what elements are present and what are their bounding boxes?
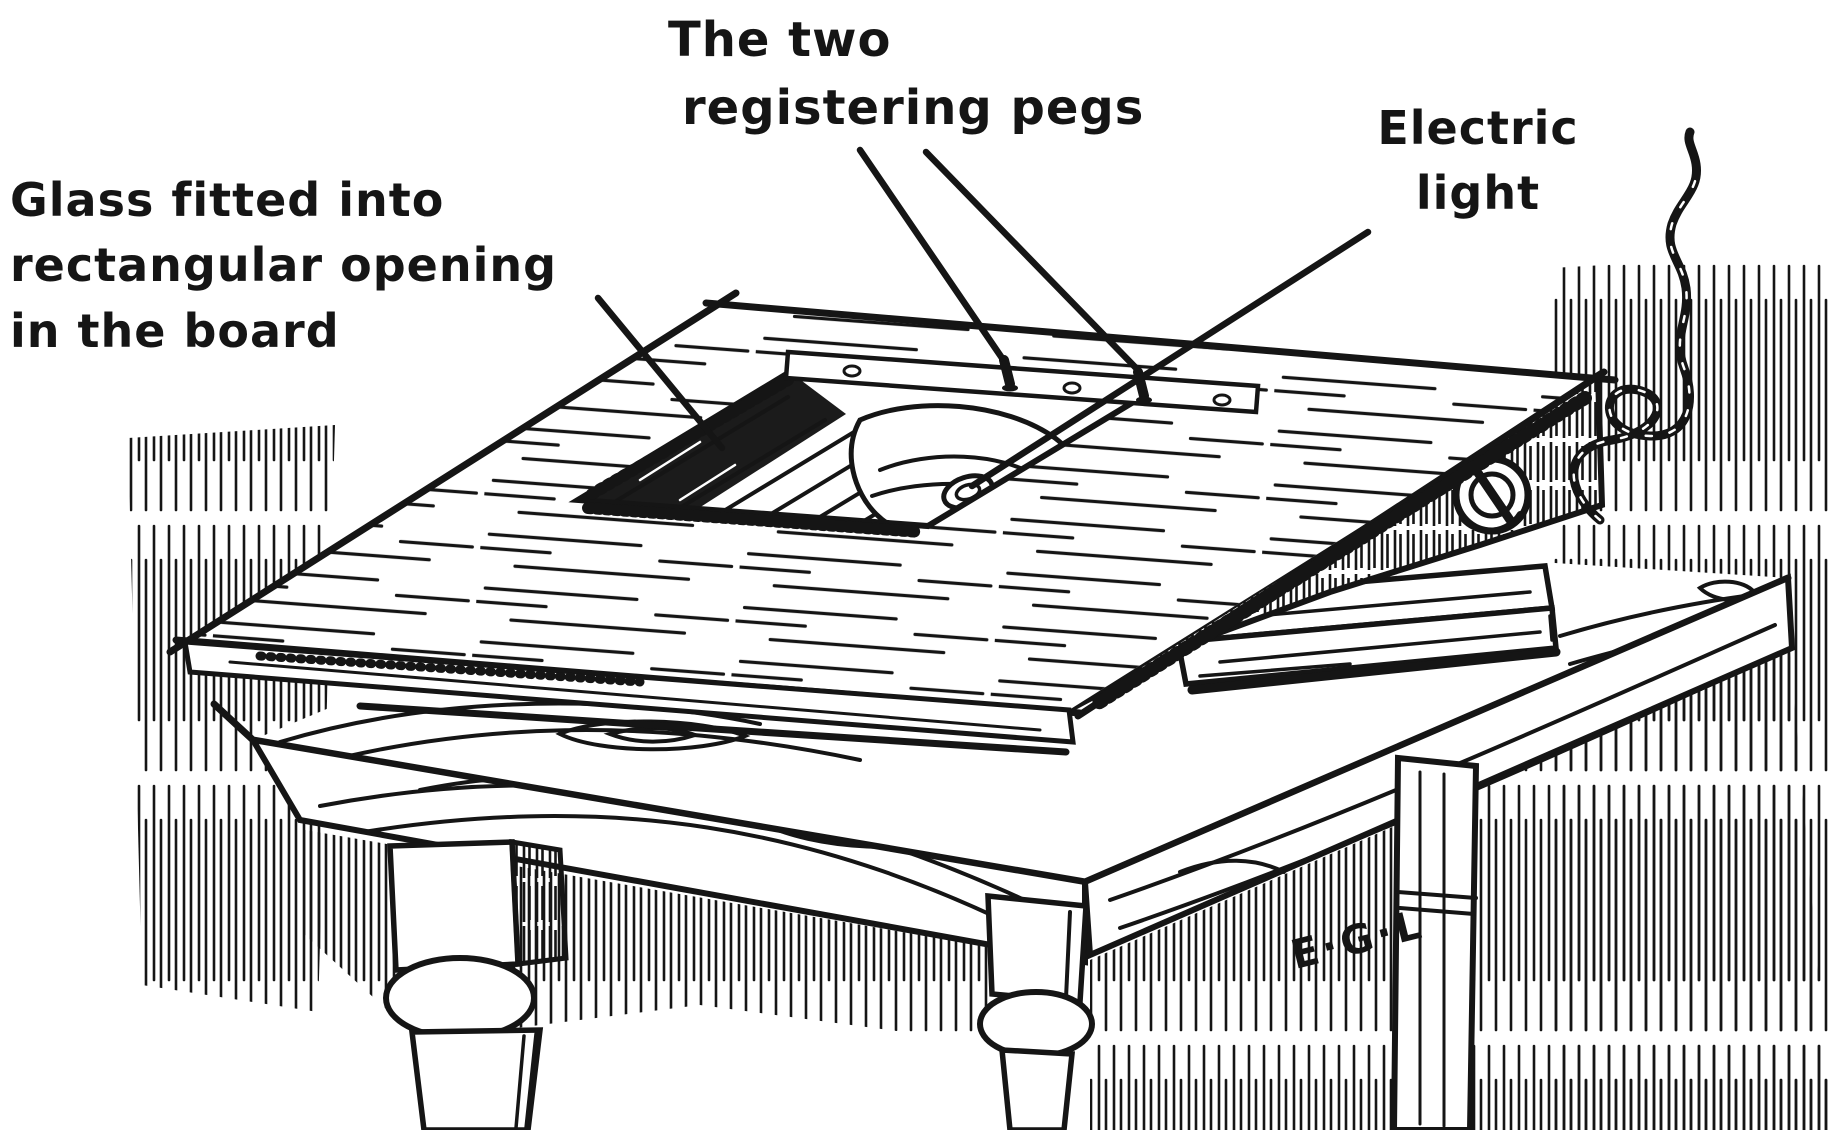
peg-leader-line-right bbox=[922, 148, 1140, 372]
glass-label-line3: in the board bbox=[10, 303, 340, 358]
peg-strip-screw-holes bbox=[842, 364, 1232, 407]
electric-cord bbox=[1569, 127, 1701, 525]
shelf-shadow bbox=[1187, 647, 1561, 695]
light-label-line1: Electric bbox=[1377, 101, 1579, 155]
light-leader-line bbox=[968, 228, 1372, 490]
pegs-label-line2: registering pegs bbox=[682, 80, 1145, 137]
lightbox bbox=[166, 127, 1701, 756]
board-edge-bevel bbox=[1088, 391, 1592, 712]
light-label-line2: light bbox=[1415, 166, 1541, 221]
table-leg-right bbox=[1390, 754, 1480, 1130]
glass-label: Glass fitted into rectangular opening in… bbox=[10, 168, 557, 364]
light-label: Electric light bbox=[1338, 96, 1618, 227]
glass-label-line2: rectangular opening bbox=[10, 238, 558, 293]
pegs-label-line1: The two bbox=[668, 12, 892, 68]
glass-label-line1: Glass fitted into bbox=[10, 173, 445, 227]
electric-cord-highlight bbox=[1572, 162, 1698, 522]
table-leg-front bbox=[977, 892, 1095, 1130]
table-legs bbox=[383, 754, 1480, 1130]
peg-leader-line-left bbox=[856, 146, 1006, 362]
glass-leader-line bbox=[594, 294, 726, 452]
pegs-label: The two registering pegs bbox=[668, 6, 1144, 142]
board-shadow bbox=[356, 702, 1070, 756]
opening-bevel bbox=[582, 374, 926, 538]
leader-lines bbox=[594, 146, 1372, 490]
switch-knob bbox=[1452, 455, 1532, 535]
opening-dark-interior bbox=[578, 372, 846, 526]
table-leg-left bbox=[383, 839, 569, 1130]
